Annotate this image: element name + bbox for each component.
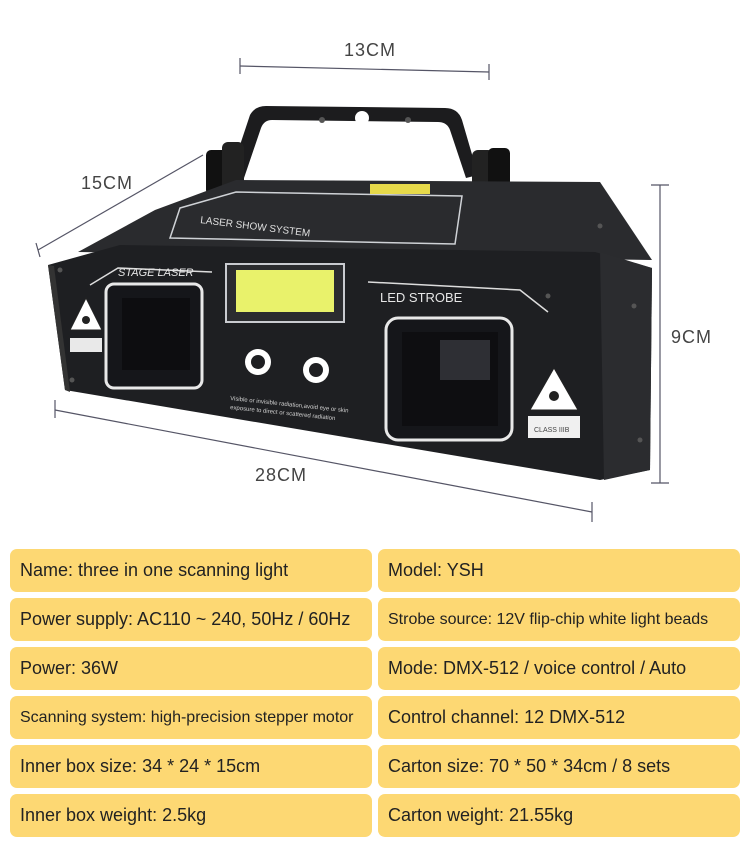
led-strobe-label: LED STROBE (380, 290, 463, 305)
spec-model: Model: YSH (378, 549, 740, 592)
spec-row: Inner box weight: 2.5kg Carton weight: 2… (10, 794, 740, 837)
spec-control-channel: Control channel: 12 DMX-512 (378, 696, 740, 739)
class-label: CLASS IIIB (534, 427, 570, 434)
spec-row: Inner box size: 34 * 24 * 15cm Carton si… (10, 745, 740, 788)
spec-row: Scanning system: high-precision stepper … (10, 696, 740, 739)
stage-laser-label: STAGE LASER (118, 267, 194, 279)
dimension-bottom-label: 28CM (255, 465, 308, 485)
dimension-right-label: 9CM (671, 327, 713, 347)
warning-triangle-icon (69, 296, 580, 438)
spec-strobe-source: Strobe source: 12V flip-chip white light… (378, 598, 740, 641)
spec-inner-box-size: Inner box size: 34 * 24 * 15cm (10, 745, 372, 788)
spec-name: Name: three in one scanning light (10, 549, 372, 592)
laser-light-illustration: LASER SHOW SYSTEM STAGE LASER LED STROBE… (35, 58, 669, 522)
dimension-lines (35, 58, 669, 522)
spec-table: Name: three in one scanning light Model:… (10, 549, 740, 843)
product-image-area: LASER SHOW SYSTEM STAGE LASER LED STROBE… (35, 40, 713, 522)
spec-power: Power: 36W (10, 647, 372, 690)
spec-power-supply: Power supply: AC110 ~ 240, 50Hz / 60Hz (10, 598, 372, 641)
spec-row: Power supply: AC110 ~ 240, 50Hz / 60Hz S… (10, 598, 740, 641)
spec-row: Power: 36W Mode: DMX-512 / voice control… (10, 647, 740, 690)
spec-row: Name: three in one scanning light Model:… (10, 549, 740, 592)
spec-mode: Mode: DMX-512 / voice control / Auto (378, 647, 740, 690)
device-top (78, 180, 652, 260)
spec-inner-box-weight: Inner box weight: 2.5kg (10, 794, 372, 837)
led-strobe-panel (236, 270, 334, 312)
spec-scanning-system: Scanning system: high-precision stepper … (10, 696, 372, 739)
dimension-left-label: 15CM (81, 173, 134, 193)
spec-carton-weight: Carton weight: 21.55kg (378, 794, 740, 837)
dimension-top-label: 13CM (344, 40, 397, 60)
spec-carton-size: Carton size: 70 * 50 * 34cm / 8 sets (378, 745, 740, 788)
